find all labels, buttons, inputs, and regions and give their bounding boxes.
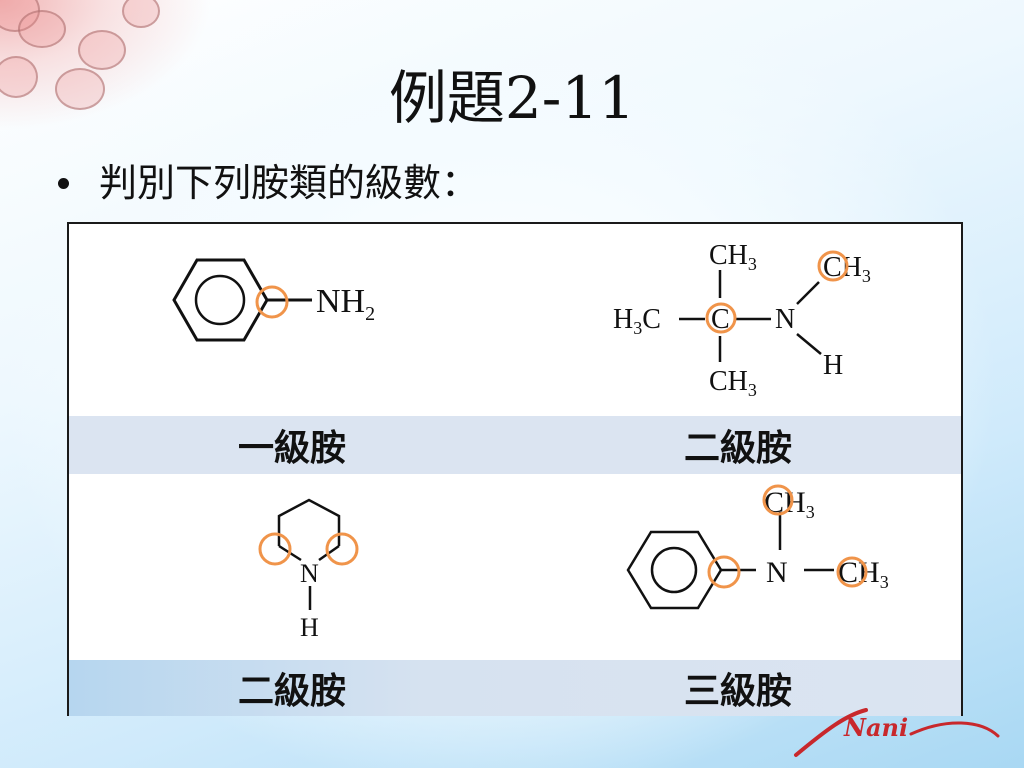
svg-text:C: C [711,304,730,335]
svg-text:N: N [775,304,795,335]
svg-text:H: H [823,350,843,381]
secondary-amine-structure: CH3 H3C C N CH3 H CH3 [613,240,871,400]
highlight-circle [707,555,741,589]
classification-row-1: 一級胺 二級胺 [69,416,961,474]
svg-text:H: H [300,613,319,642]
bullet-question: 判別下列胺類的級數： [58,158,479,208]
tertiary-amine-structure: CH3 N CH3 [626,484,889,610]
svg-text:N: N [300,559,319,588]
question-text: 判別下列胺類的級數： [99,161,480,205]
svg-text:CH3: CH3 [838,556,889,592]
svg-text:CH3: CH3 [709,366,757,400]
amine-group-label: NH2 [316,283,375,325]
signature-logo: Nani [794,708,1000,757]
svg-text:Nani: Nani [843,713,908,742]
aniline-structure: NH2 [172,258,375,342]
highlight-circle [705,302,737,334]
decorative-test-tubes-image [0,0,220,140]
amine-table: NH2 CH3 H3C C N CH3 H CH3 一級胺 二級胺 [67,222,963,716]
highlight-circle [817,250,849,282]
classification-label: 一級胺 [237,428,346,469]
highlight-circle [836,556,868,588]
bullet-icon [58,177,69,189]
svg-text:N: N [766,556,788,589]
highlight-circle [762,484,794,516]
piperidine-structure: N H [258,498,359,642]
classification-label: 二級胺 [683,428,792,469]
classification-label: 二級胺 [237,671,346,712]
classification-label: 三級胺 [683,671,792,712]
classification-row-2: 二級胺 三級胺 [69,660,961,716]
svg-text:CH3: CH3 [709,240,757,274]
svg-text:H3C: H3C [613,304,661,338]
slide-title: 例題2-11 [388,64,636,132]
highlight-circle [325,532,359,566]
highlight-circle [255,285,289,319]
highlight-circle [258,532,292,566]
